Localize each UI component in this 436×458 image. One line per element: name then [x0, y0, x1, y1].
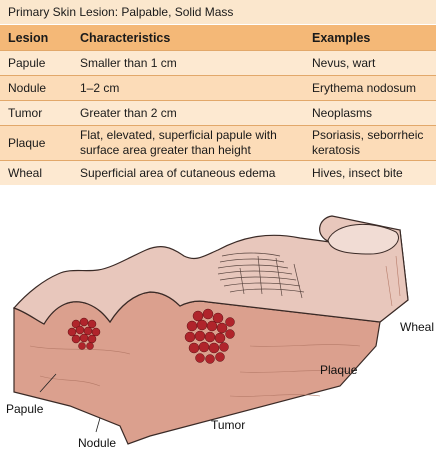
table-row: Nodule 1–2 cm Erythema nodosum [0, 75, 436, 101]
label-tumor: Tumor [211, 418, 246, 432]
cell-examples: Psoriasis, seborrheic keratosis [304, 125, 436, 161]
table-row: Wheal Superficial area of cutaneous edem… [0, 160, 436, 185]
dermis-texture [29, 255, 401, 397]
label-plaque: Plaque [320, 363, 358, 377]
label-leader-lines [39, 373, 101, 433]
header-characteristics: Characteristics [72, 25, 304, 51]
cell-characteristics: 1–2 cm [72, 75, 304, 101]
table-row: Tumor Greater than 2 cm Neoplasms [0, 100, 436, 126]
table-row: Papule Smaller than 1 cm Nevus, wart [0, 50, 436, 76]
papule-cell-cluster [67, 317, 101, 350]
wheal-swelling [327, 223, 399, 255]
cell-lesion: Tumor [0, 100, 72, 126]
cell-characteristics: Smaller than 1 cm [72, 50, 304, 76]
cell-lesion: Nodule [0, 75, 72, 101]
skin-cross-section-drawing [12, 215, 409, 445]
cell-lesion: Papule [0, 50, 72, 76]
table-caption: Primary Skin Lesion: Palpable, Solid Mas… [0, 0, 436, 25]
label-wheal: Wheal [400, 320, 435, 334]
plaque-ridges [217, 252, 305, 299]
header-lesion: Lesion [0, 25, 72, 51]
cell-examples: Erythema nodosum [304, 75, 436, 101]
skin-block-illustration: Wheal Plaque Papule Tumor Nodule [0, 196, 436, 453]
header-examples: Examples [304, 25, 436, 51]
table-row: Plaque Flat, elevated, superficial papul… [0, 125, 436, 161]
cell-examples: Hives, insect bite [304, 160, 436, 185]
skin-block-top-surface [12, 215, 409, 325]
label-nodule: Nodule [78, 436, 117, 450]
tumor-cell-cluster [184, 308, 235, 364]
cell-characteristics: Superficial area of cutaneous edema [72, 160, 304, 185]
cell-lesion: Plaque [0, 125, 72, 161]
label-papule: Papule [6, 402, 44, 416]
cell-examples: Nevus, wart [304, 50, 436, 76]
lesion-table: Lesion Characteristics Examples Papule S… [0, 25, 436, 185]
cell-lesion: Wheal [0, 160, 72, 185]
cell-characteristics: Greater than 2 cm [72, 100, 304, 126]
table-header-row: Lesion Characteristics Examples [0, 25, 436, 51]
cell-characteristics: Flat, elevated, superficial papule with … [72, 125, 304, 161]
cell-examples: Neoplasms [304, 100, 436, 126]
lesion-table-section: Primary Skin Lesion: Palpable, Solid Mas… [0, 0, 436, 185]
